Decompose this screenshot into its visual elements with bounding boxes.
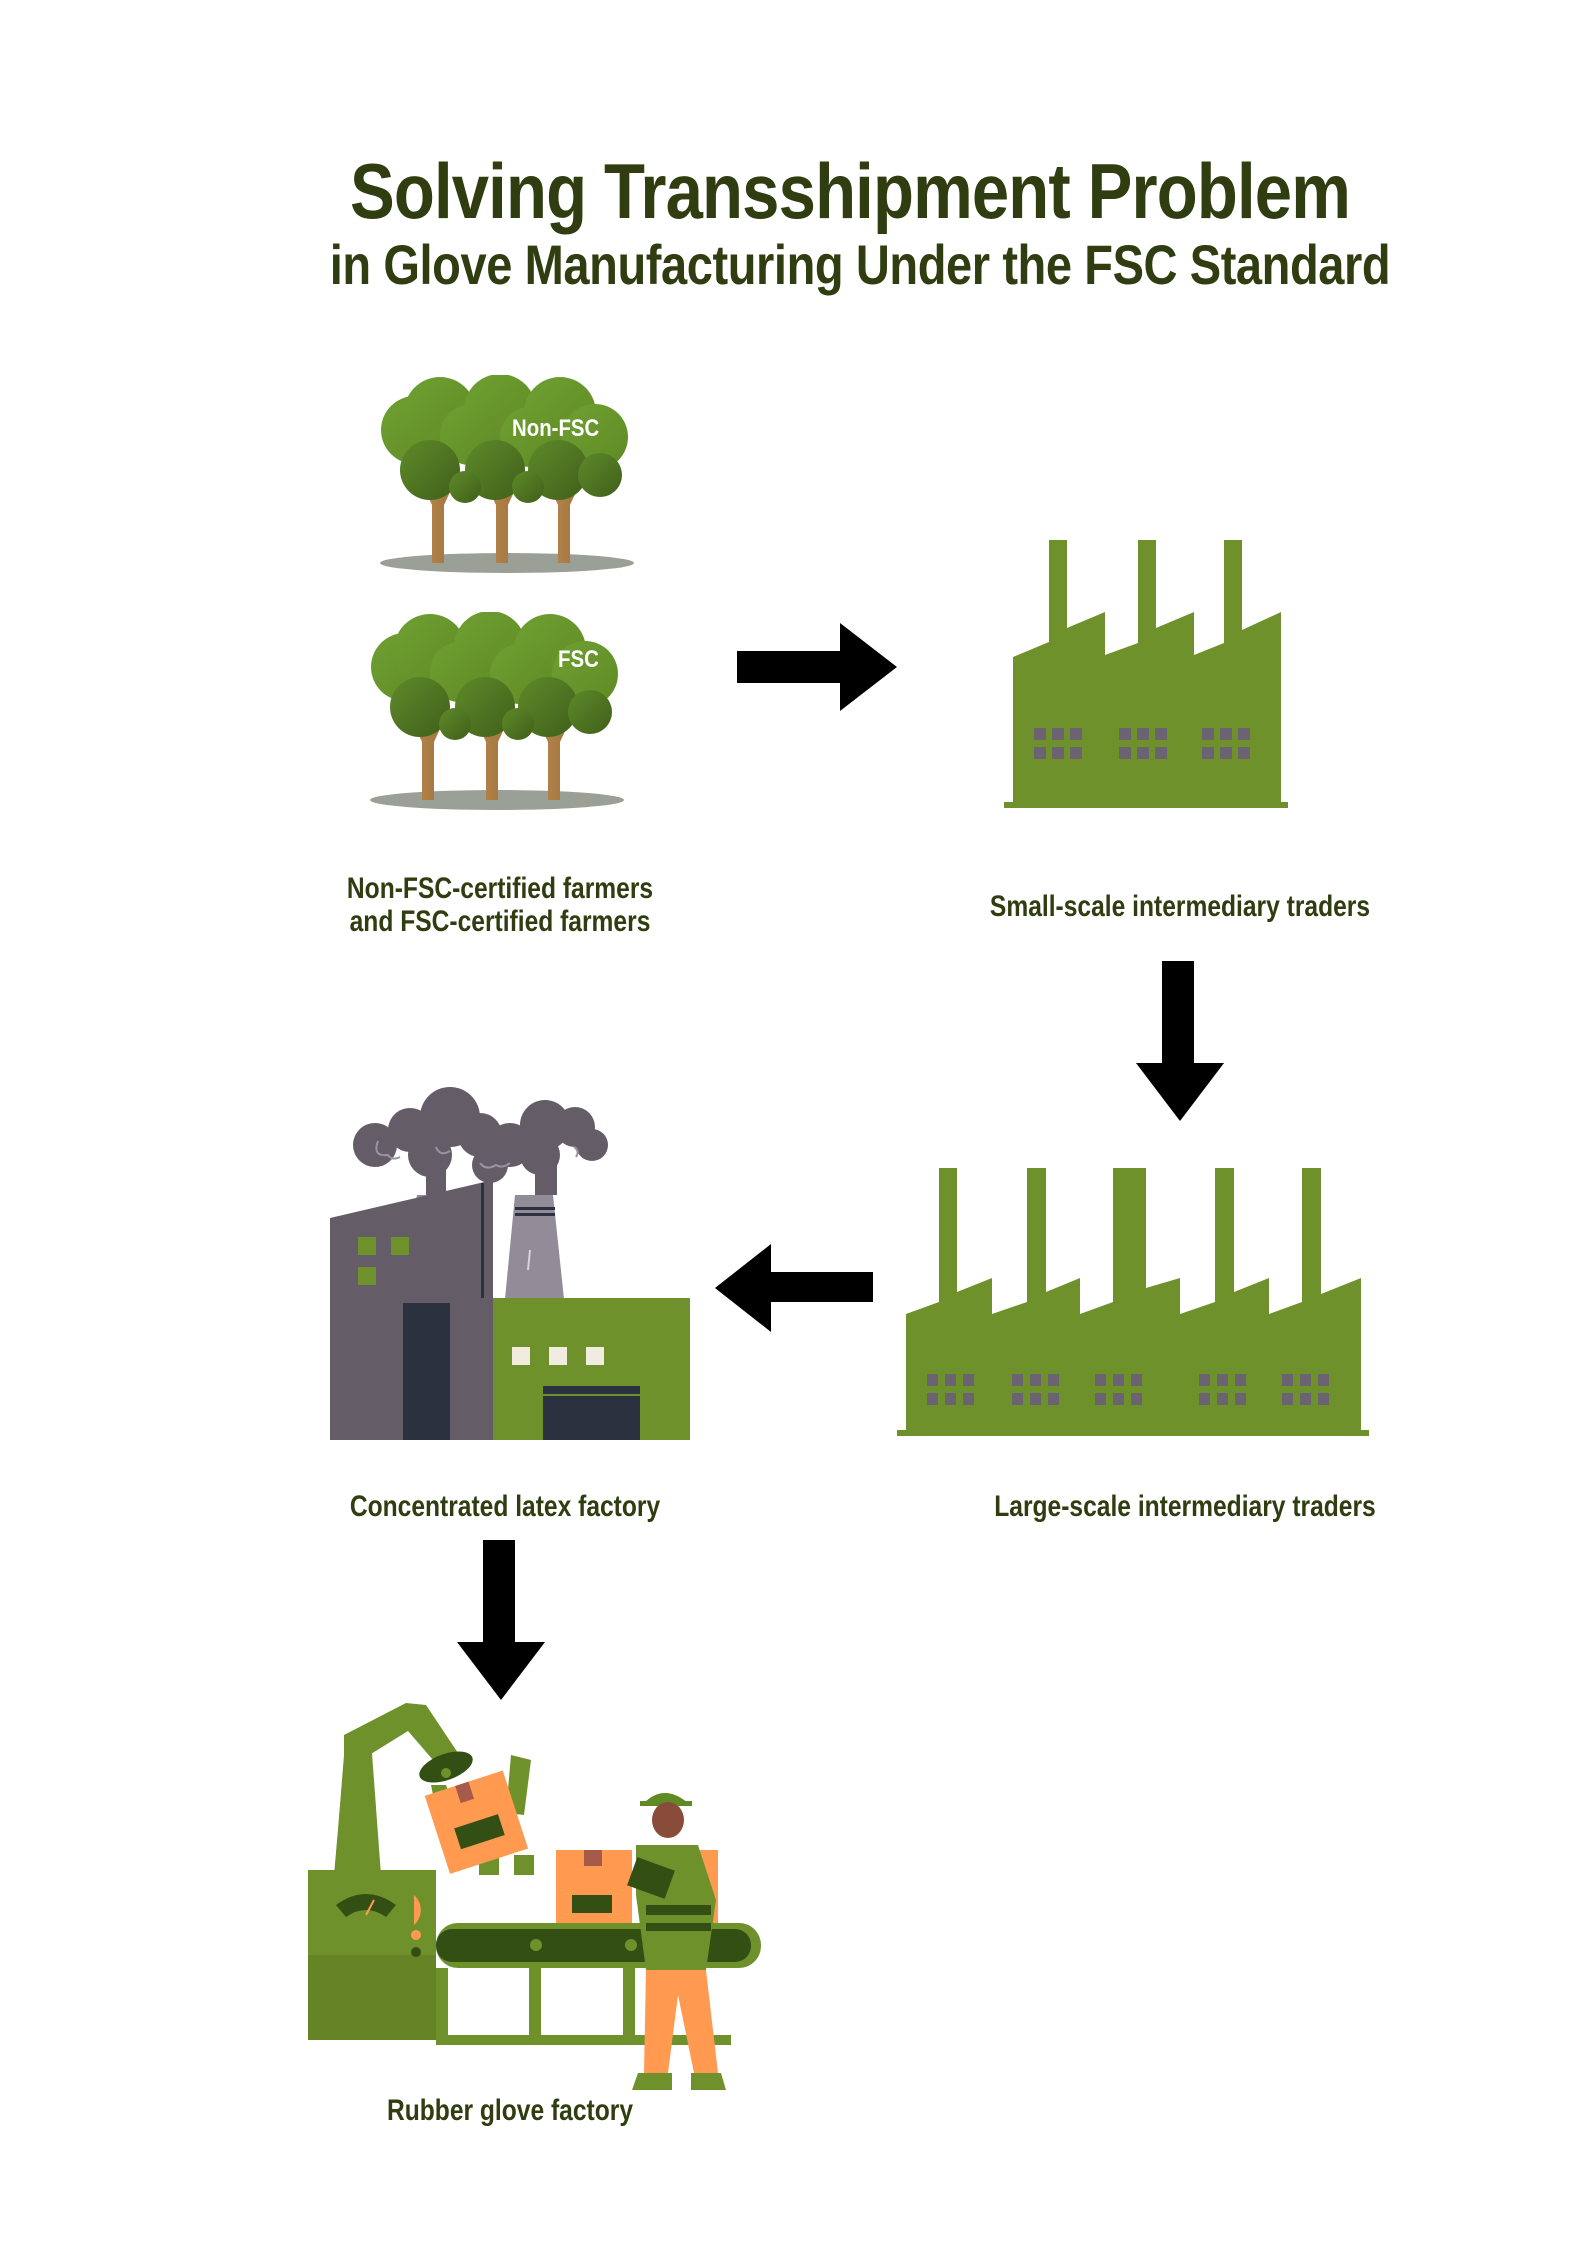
fsc-trees-icon: FSC bbox=[360, 612, 630, 812]
small-trader-factory-icon bbox=[1004, 540, 1289, 808]
arrow-right-icon bbox=[737, 623, 899, 711]
glove-factory-label: Rubber glove factory bbox=[386, 2094, 634, 2127]
page-title: Solving Transshipment Problem bbox=[349, 147, 1351, 235]
latex-factory-icon bbox=[330, 1085, 695, 1440]
latex-factory-label: Concentrated latex factory bbox=[349, 1490, 661, 1523]
farmers-label-line2: and FSC-certified farmers bbox=[349, 905, 651, 938]
small-traders-label: Small-scale intermediary traders bbox=[989, 890, 1371, 923]
arrow-down-icon bbox=[457, 1540, 545, 1700]
large-traders-label: Large-scale intermediary traders bbox=[994, 1490, 1376, 1523]
page-subtitle: in Glove Manufacturing Under the FSC Sta… bbox=[329, 233, 1391, 296]
farmers-label-line1: Non-FSC-certified farmers bbox=[346, 872, 654, 905]
large-trader-factory-icon bbox=[897, 1168, 1377, 1436]
fsc-badge: FSC bbox=[558, 646, 599, 673]
farmers-label: Non-FSC-certified farmers and FSC-certif… bbox=[324, 872, 677, 938]
arrow-left-icon bbox=[715, 1244, 875, 1332]
glove-factory-icon bbox=[296, 1695, 766, 2095]
non-fsc-trees-icon: Non-FSC bbox=[370, 375, 640, 575]
non-fsc-badge: Non-FSC bbox=[512, 415, 600, 442]
arrow-down-icon bbox=[1136, 961, 1224, 1121]
